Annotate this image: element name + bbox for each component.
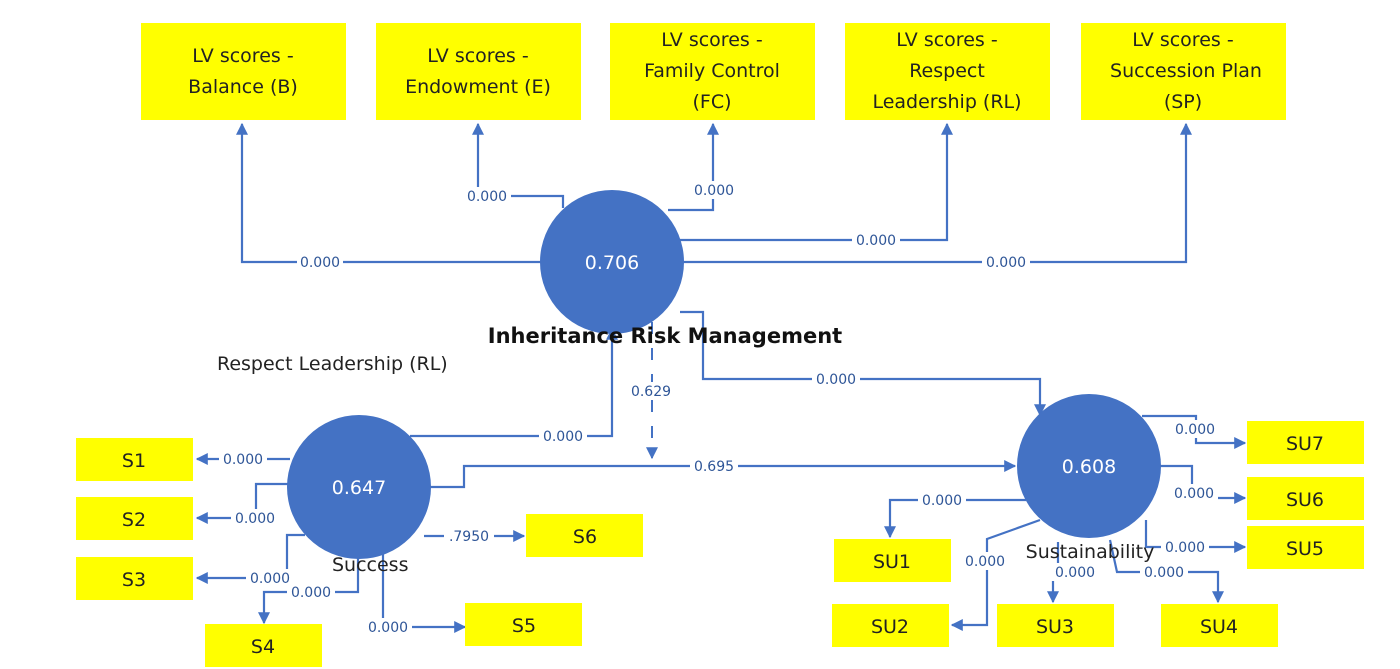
box-succession-plan-line-3: (SP)	[1164, 91, 1202, 113]
edge-to-su1	[884, 498, 1026, 539]
label-to-su1: 0.000	[922, 493, 962, 509]
caption-respect-leadership: Respect Leadership (RL)	[217, 353, 448, 375]
box-respect-leadership-line-3: Leadership (RL)	[872, 91, 1021, 113]
node-sustainability: 0.608	[1017, 394, 1161, 538]
label-to-s1: 0.000	[223, 452, 263, 468]
box-balance-line-1: LV scores -	[192, 45, 293, 67]
edge-inheritance-to-sustainability	[680, 310, 1046, 417]
edge-to-family-control	[668, 122, 719, 212]
label-to-s6: .7950	[449, 529, 489, 545]
edge-to-su5	[1144, 520, 1247, 553]
node-sustainability-value: 0.608	[1062, 456, 1116, 478]
indicator-su4: SU4	[1200, 616, 1238, 638]
indicator-s3: S3	[122, 569, 146, 591]
indicator-su2: SU2	[871, 616, 909, 638]
label-to-su7: 0.000	[1175, 422, 1215, 438]
indicator-su6: SU6	[1286, 489, 1324, 511]
indicator-s1: S1	[122, 450, 146, 472]
node-success-value: 0.647	[332, 477, 386, 499]
box-respect-leadership-line-2: Respect	[909, 60, 985, 82]
indicator-su5: SU5	[1286, 538, 1324, 560]
label-to-s5: 0.000	[368, 620, 408, 636]
box-endowment: LV scores - Endowment (E)	[376, 23, 581, 120]
edge-success-to-sustainability	[430, 460, 1017, 489]
box-succession-plan-line-1: LV scores -	[1132, 29, 1233, 51]
label-to-su5: 0.000	[1165, 540, 1205, 556]
caption-success: Success	[332, 554, 408, 576]
label-to-su4: 0.000	[1144, 565, 1184, 581]
indicator-s2: S2	[122, 509, 146, 531]
edge-success-to-inheritance	[410, 327, 618, 438]
edge-to-s3	[195, 533, 305, 584]
label-to-su2: 0.000	[965, 554, 1005, 570]
indicator-s6: S6	[573, 526, 597, 548]
label-to-balance: 0.000	[300, 255, 340, 271]
label-to-respect-leadership: 0.000	[856, 233, 896, 249]
box-family-control-line-2: Family Control	[644, 60, 780, 82]
label-to-s2: 0.000	[235, 511, 275, 527]
label-to-su3: 0.000	[1055, 565, 1095, 581]
label-indirect: 0.629	[631, 384, 671, 400]
indicator-s5: S5	[512, 615, 536, 637]
edge-to-respect-leadership	[680, 122, 953, 242]
edge-to-s2	[195, 482, 292, 524]
box-respect-leadership-line-1: LV scores -	[896, 29, 997, 51]
node-success: 0.647	[287, 415, 431, 559]
node-inheritance-value: 0.706	[585, 252, 639, 274]
edge-to-endowment	[472, 122, 565, 208]
indicator-su3: SU3	[1036, 616, 1074, 638]
lv-score-boxes: LV scores - Balance (B) LV scores - Endo…	[141, 23, 1286, 120]
box-succession-plan: LV scores - Succession Plan (SP)	[1081, 23, 1286, 120]
edge-to-balance	[236, 122, 545, 264]
success-indicator-boxes: S1 S2 S3 S4 S5 S6	[76, 438, 643, 667]
sustainability-indicator-boxes: SU1 SU2 SU3 SU4 SU5 SU6 SU7	[832, 421, 1364, 647]
label-to-su6: 0.000	[1174, 486, 1214, 502]
node-inheritance-risk-management: 0.706	[540, 190, 684, 334]
label-success-to-inheritance: 0.000	[543, 429, 583, 445]
label-to-family-control: 0.000	[694, 183, 734, 199]
box-family-control-line-3: (FC)	[692, 91, 731, 113]
box-endowment-line-2: Endowment (E)	[405, 76, 551, 98]
box-respect-leadership: LV scores - Respect Leadership (RL)	[845, 23, 1050, 120]
edge-to-succession-plan	[683, 122, 1192, 264]
indicator-s4: S4	[251, 636, 275, 658]
label-to-succession-plan: 0.000	[986, 255, 1026, 271]
label-inheritance-to-sustainability: 0.000	[816, 372, 856, 388]
box-balance: LV scores - Balance (B)	[141, 23, 346, 120]
path-labels: 0.000 0.000 0.000 0.000 0.000 0.000 0.00…	[219, 181, 1219, 636]
edge-to-su6	[1158, 464, 1247, 504]
caption-sustainability: Sustainability	[1026, 541, 1155, 563]
indicator-su7: SU7	[1286, 433, 1324, 455]
edge-to-su2	[950, 518, 1041, 631]
box-family-control-line-1: LV scores -	[661, 29, 762, 51]
box-endowment-line-1: LV scores -	[427, 45, 528, 67]
label-to-endowment: 0.000	[467, 189, 507, 205]
box-succession-plan-line-2: Succession Plan	[1110, 60, 1262, 82]
label-to-s3: 0.000	[250, 571, 290, 587]
caption-inheritance-risk-management: Inheritance Risk Management	[488, 324, 842, 348]
box-balance-line-2: Balance (B)	[188, 76, 298, 98]
label-success-to-sustainability: 0.695	[694, 459, 734, 475]
label-to-s4: 0.000	[291, 585, 331, 601]
box-family-control: LV scores - Family Control (FC)	[610, 23, 815, 120]
indicator-su1: SU1	[873, 551, 911, 573]
